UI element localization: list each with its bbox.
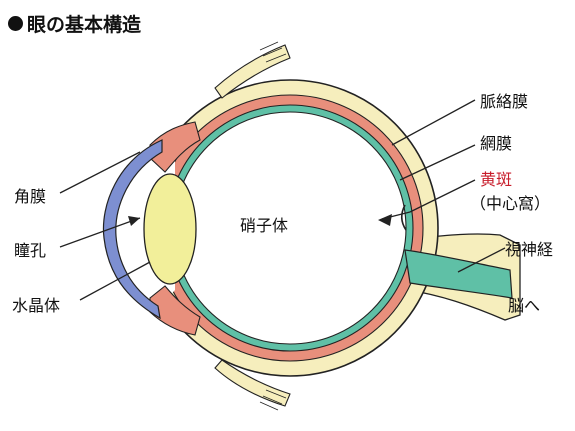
- leader-retina: [399, 144, 476, 181]
- label-fovea: （中心窩）: [470, 194, 551, 213]
- lower-eyelid-muscle: [214, 359, 291, 407]
- page-title: 眼の基本構造: [8, 10, 141, 37]
- upper-eyelid-muscle: [214, 44, 291, 99]
- ciliary-body-lower: [149, 285, 201, 336]
- upper-muscle-striations: [259, 41, 287, 63]
- label-optic-nerve: 視神経: [505, 240, 554, 259]
- ciliary-body-upper: [149, 121, 201, 173]
- label-cornea: 角膜: [14, 187, 47, 206]
- fovea-dip: [400, 204, 407, 231]
- lower-muscle-striations: [259, 389, 287, 411]
- label-retina: 網膜: [480, 134, 513, 153]
- label-to-brain: 脳へ: [508, 296, 541, 315]
- bullet-icon: [8, 16, 23, 31]
- label-macula: 黄斑: [480, 170, 513, 189]
- label-lens: 水晶体: [12, 296, 61, 315]
- optic-nerve: [404, 249, 513, 299]
- leader-optic-nerve: [457, 247, 506, 273]
- leader-pupil: [59, 217, 141, 248]
- title-text: 眼の基本構造: [27, 14, 142, 36]
- lens: [143, 173, 197, 285]
- leader-choroid: [391, 99, 476, 146]
- arrowhead-pupil: [128, 216, 140, 226]
- vitreous-body: [173, 111, 407, 345]
- leader-cornea: [59, 151, 141, 194]
- leader-lens: [79, 261, 151, 301]
- leader-macula: [409, 179, 476, 213]
- label-vitreous: 硝子体: [240, 216, 289, 235]
- label-pupil: 瞳孔: [14, 241, 47, 260]
- label-choroid: 脈絡膜: [480, 92, 529, 111]
- cornea: [102, 139, 163, 320]
- leader-macula-arrow: [381, 211, 411, 220]
